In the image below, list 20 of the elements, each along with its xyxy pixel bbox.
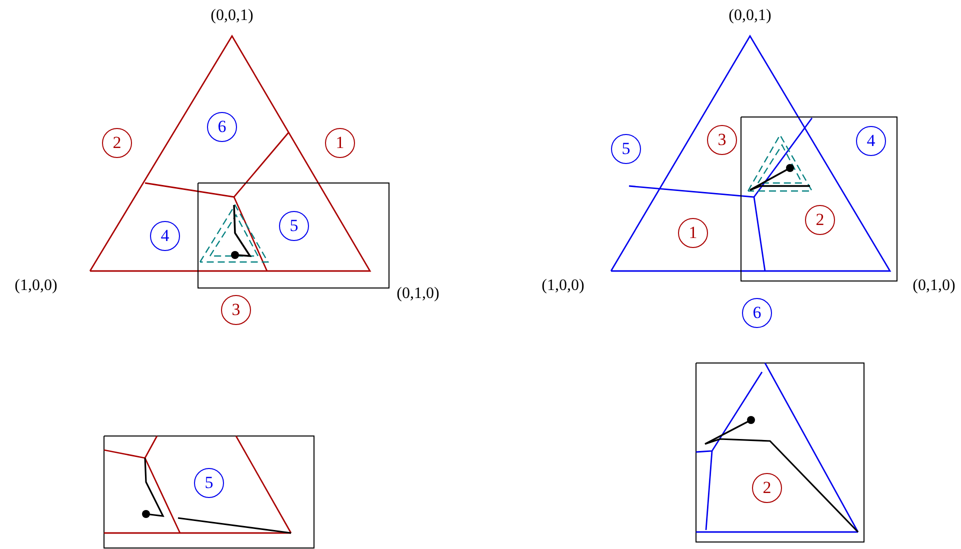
circled-number: 3 (707, 125, 737, 155)
circled-number: 2 (102, 128, 132, 158)
circled-number: 6 (207, 112, 237, 142)
circled-number: 2 (805, 205, 835, 235)
vertex-coordinate: (0,0,1) (210, 7, 254, 25)
circled-number: 3 (221, 295, 251, 325)
circled-number: 4 (150, 221, 180, 251)
circled-number: 6 (742, 298, 772, 328)
vertex-coordinate: (0,1,0) (396, 285, 440, 303)
circled-number: 4 (856, 126, 886, 156)
vertex-coordinate: (1,0,0) (542, 277, 584, 295)
vertex-coordinate: (0,0,1) (728, 7, 772, 25)
circled-number: 1 (325, 128, 355, 158)
circled-number: 5 (611, 134, 641, 164)
circled-number: 5 (194, 468, 224, 498)
vertex-coordinate: (1,0,0) (14, 277, 58, 295)
circled-number: 1 (678, 218, 708, 248)
vertex-coordinate: (0,1,0) (912, 277, 956, 295)
circled-number: 2 (752, 473, 782, 503)
circled-number: 5 (279, 211, 309, 241)
